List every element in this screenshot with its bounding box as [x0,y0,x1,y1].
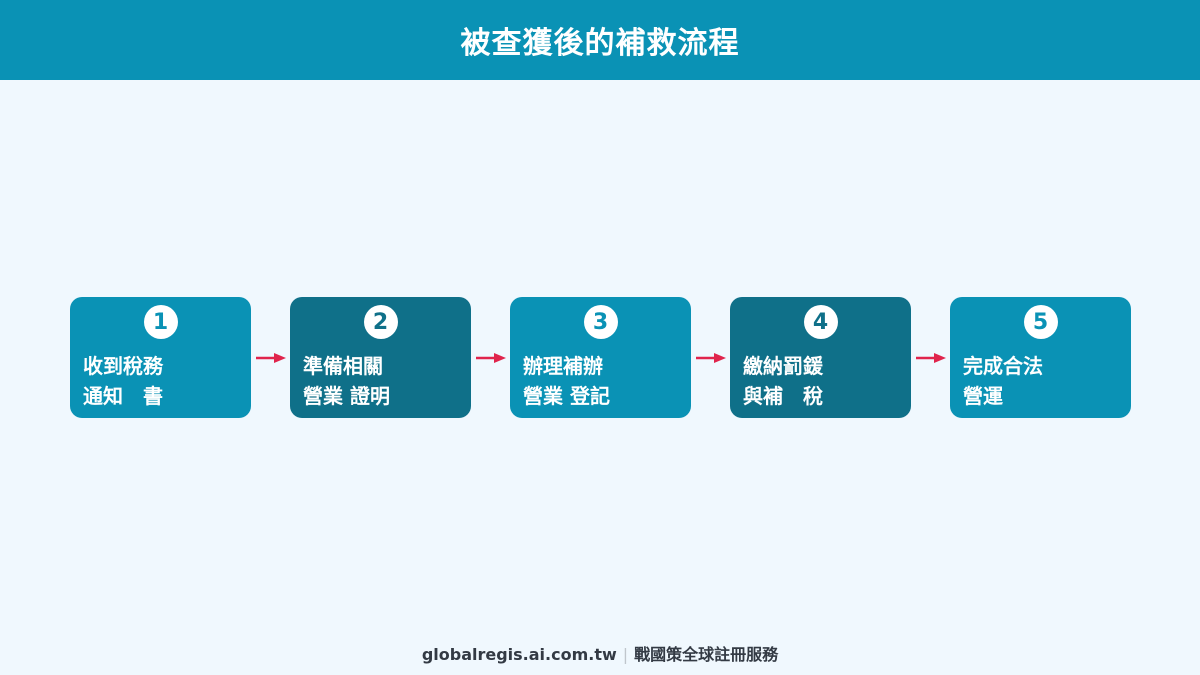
step-label: 辦理補辦 營業 登記 [523,354,610,408]
footer-separator: | [622,645,629,664]
footer-site: globalregis.ai.com.tw [421,645,617,664]
step-number-badge: 2 [363,305,398,339]
footer: globalregis.ai.com.tw | 戰國策全球註冊服務 [0,641,1200,665]
step-1: 1 收到稅務 通知 書 [70,297,251,418]
step-label: 準備相關 營業 證明 [303,354,390,408]
arrow-right-icon [911,348,950,368]
header-bar: 被查獲後的補救流程 [0,0,1200,80]
arrow-right-icon [251,348,290,368]
step-number-badge: 1 [143,305,178,339]
arrow-right-icon [471,348,510,368]
step-5: 5 完成合法 營運 [950,297,1131,418]
footer-brand: 戰國策全球註冊服務 [634,645,779,664]
process-flow: 1 收到稅務 通知 書 2 準備相關 營業 證明 3 辦理補辦 營業 登記 4 … [70,297,1131,418]
step-3: 3 辦理補辦 營業 登記 [510,297,691,418]
step-number-badge: 5 [1023,305,1058,339]
step-4: 4 繳納罰鍰 與補 稅 [730,297,911,418]
page-title: 被查獲後的補救流程 [460,26,740,61]
step-label: 收到稅務 通知 書 [83,354,163,408]
step-label: 完成合法 營運 [963,354,1043,408]
step-number-badge: 4 [803,305,838,339]
step-2: 2 準備相關 營業 證明 [290,297,471,418]
arrow-right-icon [691,348,730,368]
step-label: 繳納罰鍰 與補 稅 [743,354,823,408]
step-number-badge: 3 [583,305,618,339]
